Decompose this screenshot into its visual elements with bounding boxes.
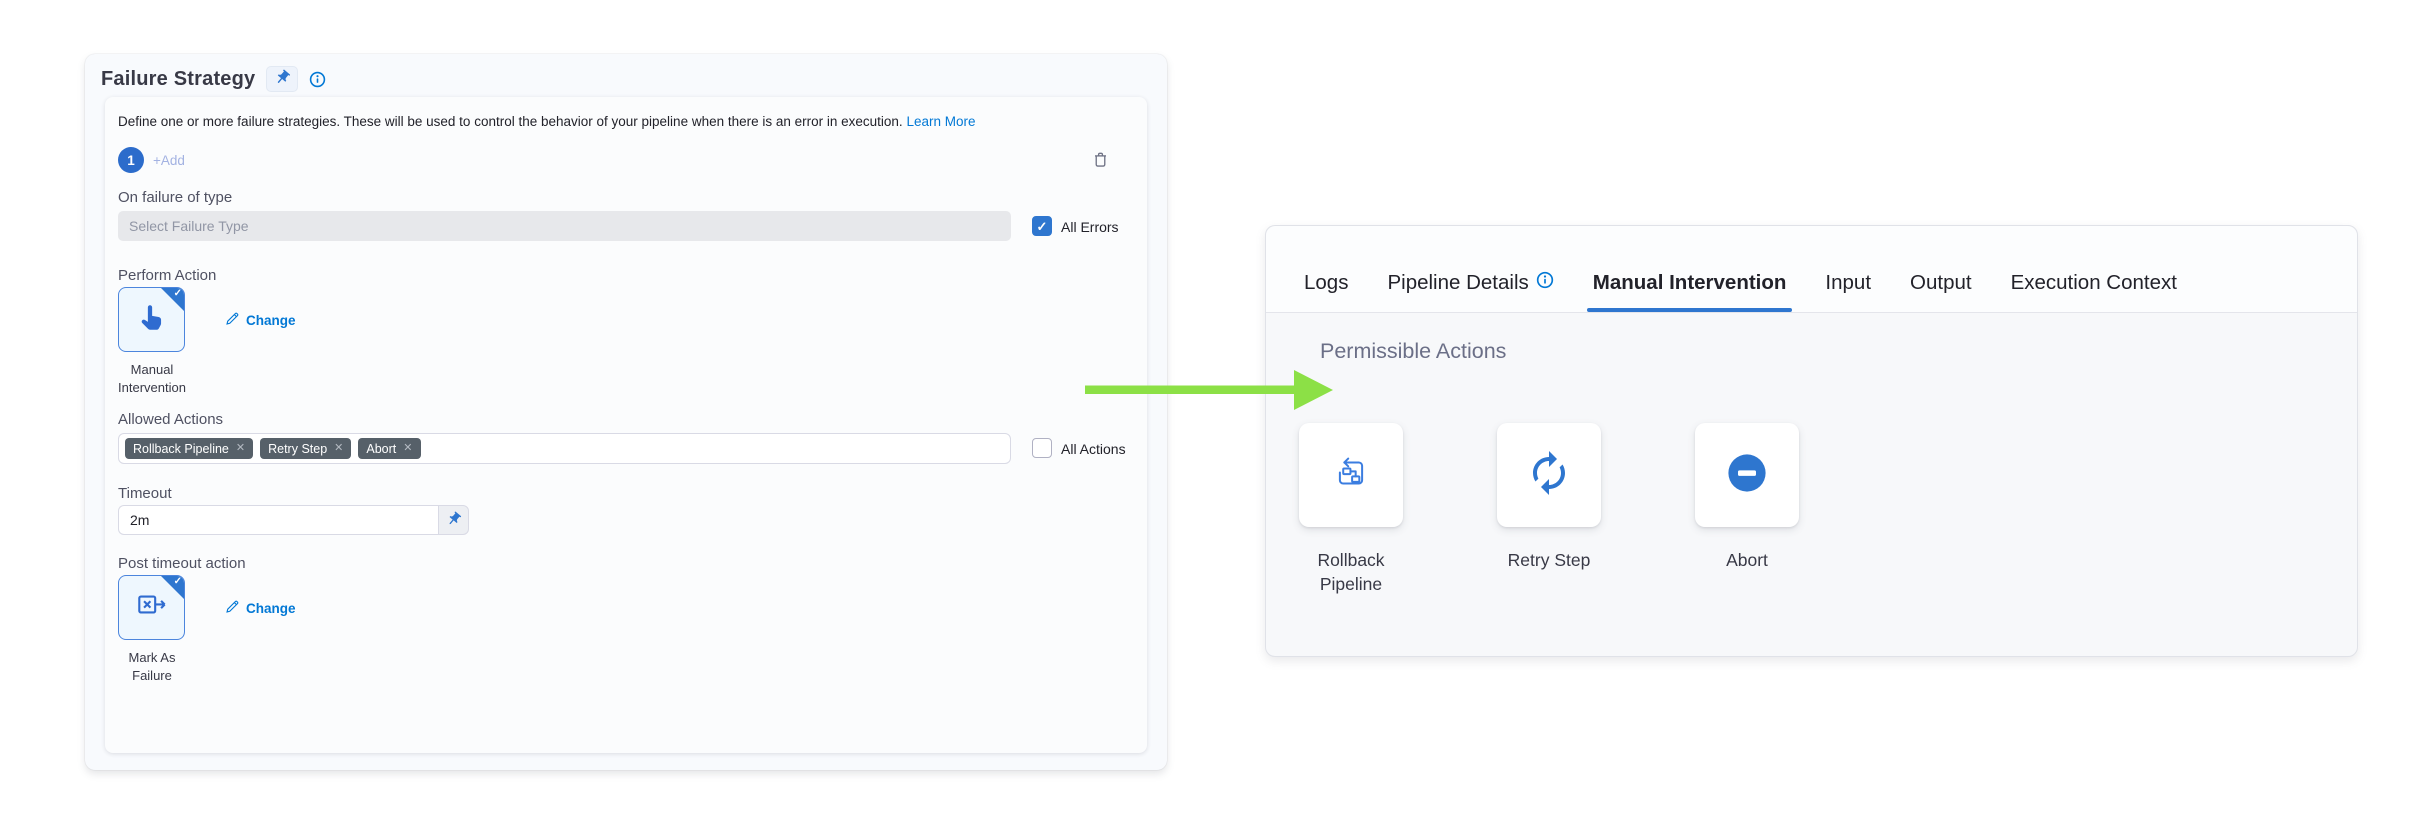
pencil-icon (225, 311, 240, 329)
tab-execution-context[interactable]: Execution Context (2011, 271, 2177, 312)
remove-tag-icon[interactable]: ✕ (403, 442, 413, 454)
timeout-pin-button[interactable] (438, 505, 469, 535)
tab-input[interactable]: Input (1825, 271, 1871, 312)
all-errors-label: All Errors (1061, 219, 1119, 235)
change-post-timeout-link[interactable]: Change (225, 599, 296, 617)
tab-label: Execution Context (2010, 271, 2177, 294)
action-label: Abort (1726, 550, 1768, 570)
retry-step-button[interactable] (1497, 423, 1601, 527)
timeout-label: Timeout (118, 485, 172, 502)
permissible-actions-title: Permissible Actions (1320, 339, 1507, 363)
strategy-number-badge[interactable]: 1 (118, 147, 144, 173)
check-icon: ✓ (173, 288, 182, 299)
failure-strategy-header: Failure Strategy (101, 66, 326, 92)
allowed-actions-input[interactable]: Rollback Pipeline ✕ Retry Step ✕ Abort ✕ (118, 433, 1011, 464)
failure-strategy-info-icon[interactable] (309, 71, 326, 88)
tab-label: Logs (1304, 271, 1349, 294)
post-timeout-action-card[interactable]: ✓ (118, 575, 185, 640)
tab-label: Pipeline Details (1387, 271, 1529, 294)
learn-more-link[interactable]: Learn More (906, 114, 976, 129)
failure-type-select[interactable] (118, 211, 1011, 241)
perform-action-value: Manual Intervention (118, 362, 186, 395)
action-rollback-pipeline: Rollback Pipeline (1299, 423, 1403, 596)
rollback-pipeline-button[interactable] (1299, 423, 1403, 527)
tag-label: Rollback Pipeline (133, 441, 229, 456)
post-timeout-label: Post timeout action (118, 555, 246, 572)
remove-tag-icon[interactable]: ✕ (334, 442, 344, 454)
tab-label: Manual Intervention (1592, 271, 1787, 294)
timeout-input[interactable] (118, 505, 438, 535)
abort-button[interactable] (1695, 423, 1799, 527)
change-label: Change (246, 312, 296, 328)
change-perform-action-link[interactable]: Change (225, 311, 296, 329)
tab-label: Output (1910, 271, 1972, 294)
delete-strategy-button[interactable] (1091, 150, 1110, 172)
tab-pipeline-details[interactable]: Pipeline Details (1387, 271, 1553, 312)
tag-abort: Abort ✕ (358, 438, 421, 459)
allowed-actions-label: Allowed Actions (118, 411, 224, 428)
rollback-pipeline-icon (1331, 453, 1371, 498)
failure-strategy-panel: Failure Strategy Define one or more fail… (85, 54, 1167, 770)
tab-manual-intervention[interactable]: Manual Intervention (1586, 271, 1793, 312)
perform-action-label: Perform Action (118, 267, 217, 284)
remove-tag-icon[interactable]: ✕ (235, 442, 246, 454)
all-actions-checkbox[interactable] (1032, 438, 1052, 458)
manual-intervention-hand-icon (136, 301, 168, 338)
tab-logs[interactable]: Logs (1304, 271, 1348, 312)
action-label: Retry Step (1507, 550, 1591, 570)
abort-icon (1723, 449, 1771, 502)
description-text: Define one or more failure strategies. T… (118, 114, 903, 129)
change-label: Change (246, 600, 296, 616)
pipeline-details-info-icon[interactable] (1536, 271, 1554, 295)
permissible-actions-row: Rollback Pipeline Retry Step Abort (1299, 423, 1799, 596)
action-abort: Abort (1695, 423, 1799, 596)
flow-arrow (1085, 370, 1333, 410)
action-label: Rollback Pipeline (1317, 550, 1385, 594)
panel-title: Failure Strategy (101, 67, 256, 90)
add-strategy-button[interactable]: +Add (153, 152, 185, 168)
all-actions-label: All Actions (1061, 441, 1126, 457)
pencil-icon (225, 599, 240, 617)
tab-label: Input (1825, 271, 1872, 294)
execution-details-panel: Logs Pipeline Details Manual Interventio… (1265, 225, 2358, 657)
on-failure-label: On failure of type (118, 189, 233, 206)
trash-icon (1091, 152, 1110, 172)
panel-description: Define one or more failure strategies. T… (118, 114, 1078, 129)
pin-icon (446, 511, 462, 530)
pin-button[interactable] (266, 66, 299, 92)
tab-bar: Logs Pipeline Details Manual Interventio… (1266, 226, 2357, 313)
tag-rollback-pipeline: Rollback Pipeline ✕ (125, 438, 254, 459)
mark-as-failure-icon (134, 587, 170, 628)
all-errors-checkbox[interactable]: ✓ (1032, 216, 1052, 236)
perform-action-card[interactable]: ✓ (118, 287, 185, 352)
failure-strategy-card: Define one or more failure strategies. T… (105, 97, 1147, 753)
action-retry-step: Retry Step (1497, 423, 1601, 596)
tag-retry-step: Retry Step ✕ (260, 438, 352, 459)
post-timeout-value: Mark As Failure (128, 650, 176, 683)
timeout-field-group (118, 505, 469, 535)
check-icon: ✓ (1036, 218, 1048, 234)
retry-step-icon (1525, 449, 1573, 502)
tag-label: Retry Step (268, 441, 328, 456)
pin-icon (274, 69, 291, 89)
tab-output[interactable]: Output (1910, 271, 1972, 312)
check-icon: ✓ (173, 576, 182, 587)
strategy-row: 1 +Add (118, 147, 185, 173)
tag-label: Abort (366, 441, 397, 456)
